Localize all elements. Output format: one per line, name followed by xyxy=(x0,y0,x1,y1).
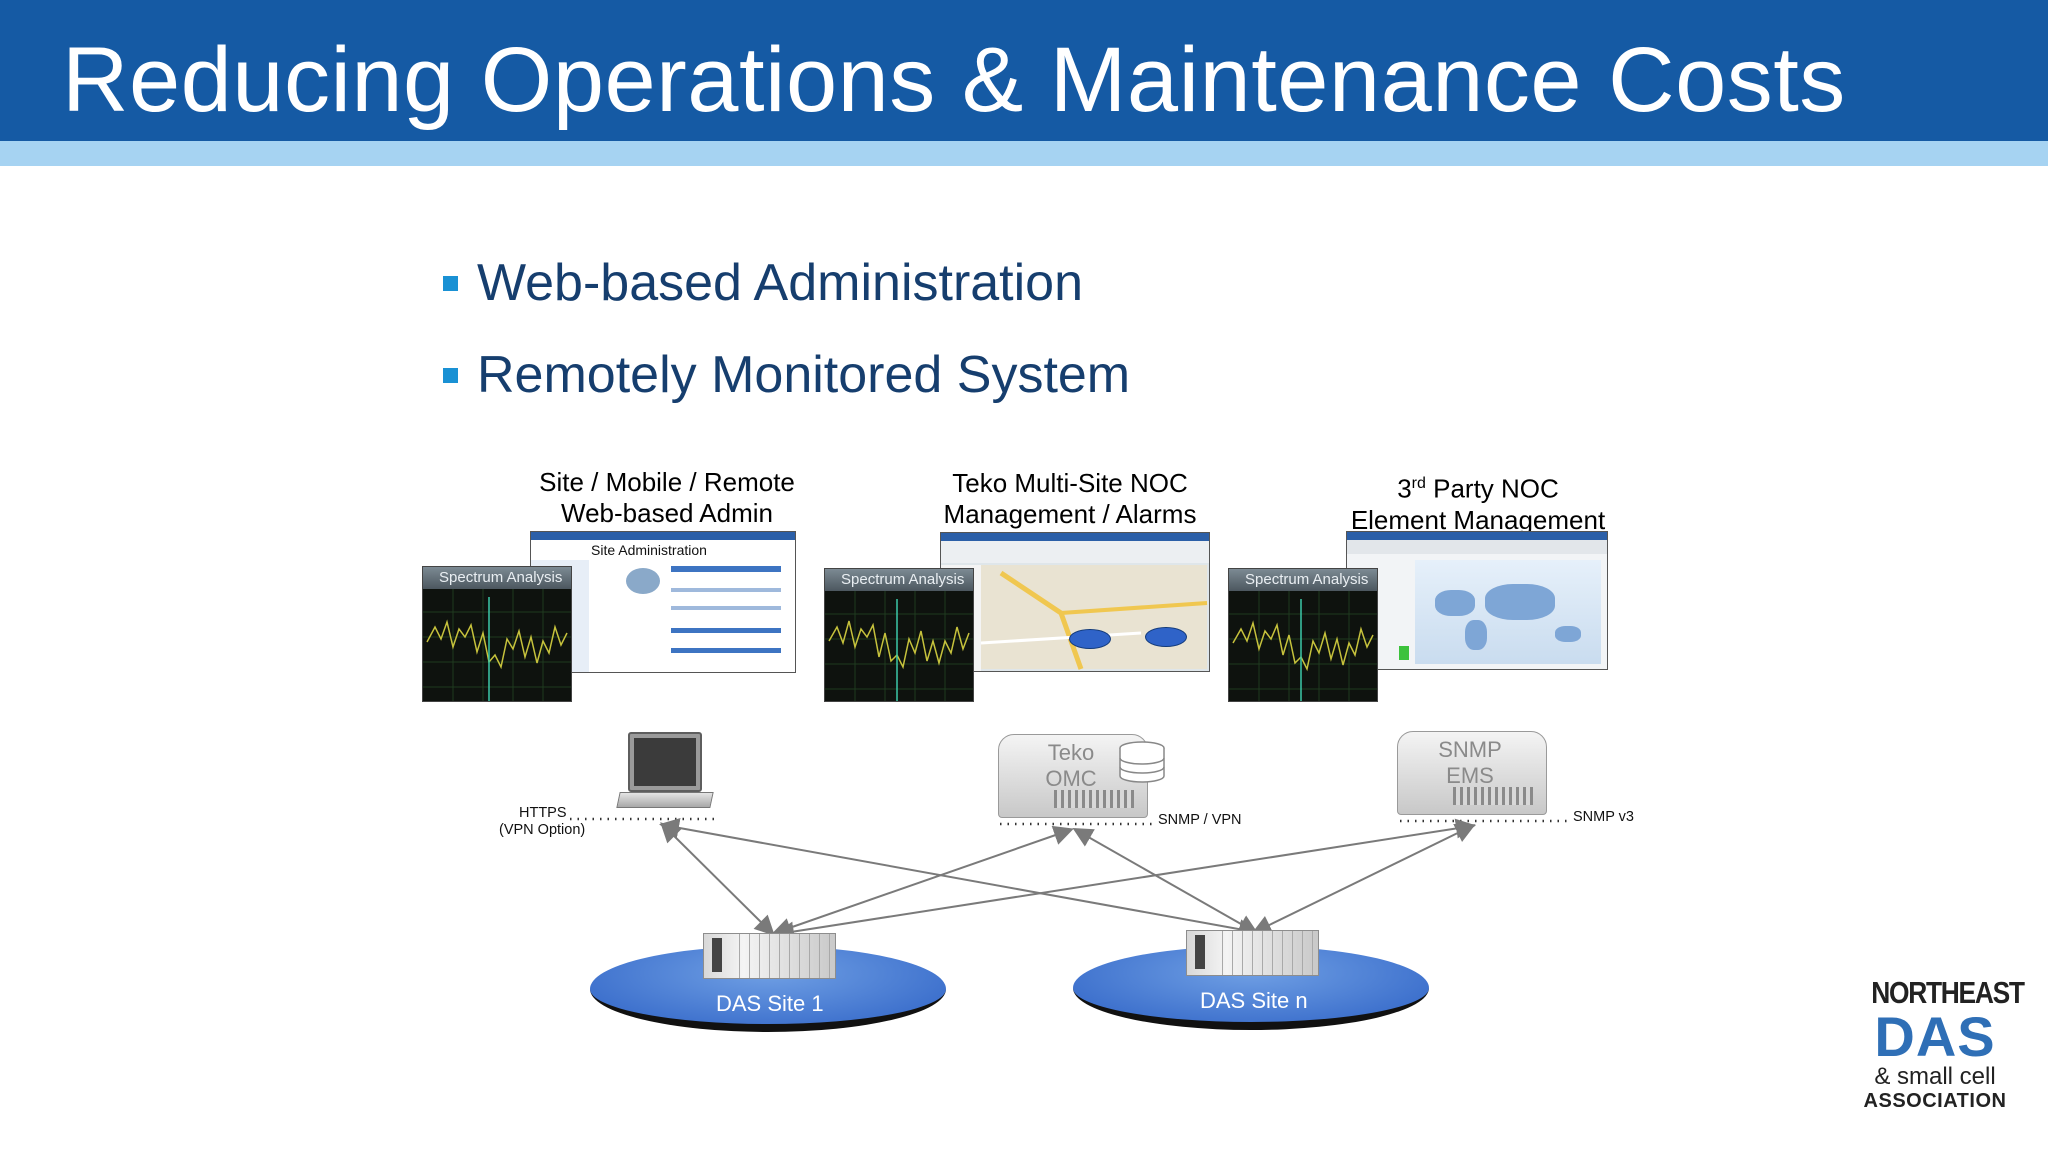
equipment-panel xyxy=(1195,935,1205,969)
spectrum-analysis-panel: Spectrum Analysis xyxy=(824,568,974,702)
continent-shape xyxy=(1485,584,1555,620)
bullet-remote-monitor: Remotely Monitored System xyxy=(477,346,1131,404)
caption-line: Site / Mobile / Remote xyxy=(539,467,795,497)
das-site-1-equipment xyxy=(703,933,836,979)
laptop-screen xyxy=(628,732,702,792)
continent-shape xyxy=(1555,626,1581,642)
map-site-marker xyxy=(1145,627,1187,647)
window-toolbar xyxy=(941,541,1209,563)
caption-line: Element Management xyxy=(1350,504,1606,535)
snmp-vpn-label: SNMP / VPN xyxy=(1158,812,1242,828)
spectrum-title: Spectrum Analysis xyxy=(1229,569,1377,591)
caption-superscript: rd xyxy=(1411,475,1426,492)
slide-title: Reducing Operations & Maintenance Costs xyxy=(62,29,1846,131)
title-bar xyxy=(0,0,2048,141)
spectrum-analysis-panel: Spectrum Analysis xyxy=(422,566,572,702)
continent-shape xyxy=(1465,620,1487,650)
spectrum-trace xyxy=(825,591,973,701)
spectrum-trace xyxy=(1229,591,1377,701)
caption-text: 3 xyxy=(1397,473,1412,504)
spectrum-title: Spectrum Analysis xyxy=(825,569,973,591)
caption-line: Teko Multi-Site NOC xyxy=(952,468,1188,498)
das-site-n-equipment xyxy=(1186,930,1319,976)
globe-icon xyxy=(626,568,660,594)
world-map xyxy=(1415,560,1601,664)
logo-line-northeast: NORTHEAST xyxy=(1871,975,2025,1010)
caption-teko-noc: Teko Multi-Site NOC Management / Alarms xyxy=(920,468,1220,530)
server-label-line: Teko xyxy=(1047,740,1095,765)
bullet-marker xyxy=(443,368,458,383)
server-label: Teko OMC xyxy=(1008,740,1134,792)
equipment-panel xyxy=(712,938,722,972)
laptop-keyboard xyxy=(616,792,714,808)
das-site-1-label: DAS Site 1 xyxy=(716,991,824,1016)
continent-shape xyxy=(1435,590,1475,616)
window-bar xyxy=(671,588,781,592)
window-titlebar xyxy=(941,533,1209,541)
element-management-window xyxy=(1346,531,1608,670)
window-bar xyxy=(671,566,781,572)
server-label-line: EMS xyxy=(1446,763,1494,788)
logo-line-das: DAS xyxy=(1874,1005,1996,1068)
caption-text: Party NOC xyxy=(1425,473,1559,504)
snmp-ems-server: SNMP EMS xyxy=(1397,731,1549,817)
snmp-v3-label: SNMP v3 xyxy=(1573,809,1634,825)
window-titlebar xyxy=(1347,532,1607,540)
window-toolbar xyxy=(1347,540,1607,554)
caption-line: Management / Alarms xyxy=(943,499,1197,529)
link-ems-site1 xyxy=(774,818,1476,942)
vpn-option-label: (VPN Option) xyxy=(499,822,586,838)
https-label: HTTPS xyxy=(519,805,567,821)
bullet-marker xyxy=(443,276,458,291)
server-vents xyxy=(1453,787,1533,805)
equipment-slots xyxy=(730,934,835,978)
window-bar xyxy=(671,648,781,653)
link-laptop-siten xyxy=(659,818,1259,939)
laptop-display xyxy=(634,738,696,786)
server-label-line: OMC xyxy=(1045,766,1097,791)
equipment-slots xyxy=(1213,931,1318,975)
spectrum-analysis-panel: Spectrum Analysis xyxy=(1228,568,1378,702)
database-icon xyxy=(1119,741,1165,783)
spectrum-title: Spectrum Analysis xyxy=(423,567,571,589)
server-label: SNMP EMS xyxy=(1407,737,1533,789)
link-ems-siten xyxy=(1251,824,1476,934)
das-site-n-label: DAS Site n xyxy=(1200,988,1308,1013)
logo-line-association: ASSOCIATION xyxy=(1863,1090,2007,1112)
northeast-das-logo: NORTHEAST DAS & small cell ASSOCIATION xyxy=(1860,975,2025,1113)
map-site-marker xyxy=(1069,629,1111,649)
window-title: Site Administration xyxy=(591,542,707,558)
caption-site-admin: Site / Mobile / Remote Web-based Admin xyxy=(517,467,817,529)
window-titlebar xyxy=(531,532,795,540)
window-bar xyxy=(671,628,781,633)
spectrum-trace xyxy=(423,589,571,701)
status-indicator xyxy=(1399,646,1409,660)
bullet-web-admin: Web-based Administration xyxy=(477,254,1084,312)
link-omc-site1 xyxy=(771,825,1074,938)
logo-line-small-cell: & small cell xyxy=(1874,1063,1996,1090)
title-accent-stripe xyxy=(0,141,2048,166)
laptop-icon xyxy=(616,732,714,816)
caption-3rd-party-noc: 3rd Party NOC Element Management xyxy=(1328,468,1628,536)
caption-line: Web-based Admin xyxy=(561,498,773,528)
caption-line: 3rd Party NOC xyxy=(1328,468,1628,505)
window-bar xyxy=(671,606,781,610)
server-label-line: SNMP xyxy=(1438,737,1502,762)
server-vents xyxy=(1054,790,1134,808)
